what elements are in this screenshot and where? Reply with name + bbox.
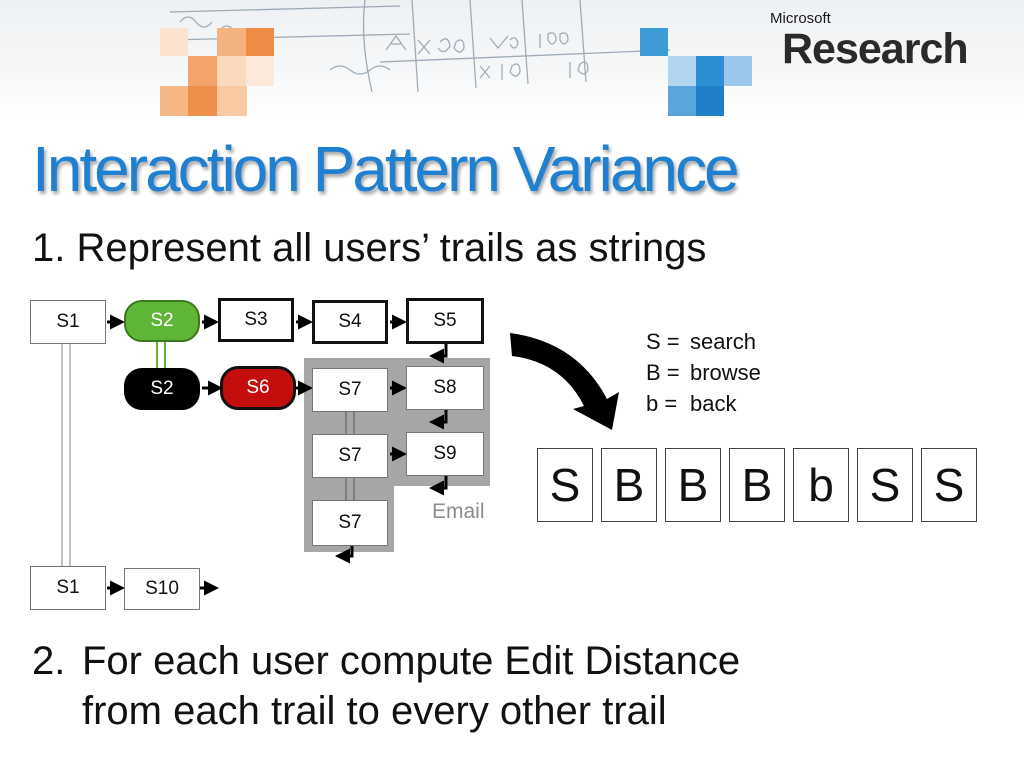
bullet-one-number: 1.	[32, 226, 66, 270]
legend-key: B =	[646, 360, 680, 385]
logo-division: Research	[782, 25, 969, 73]
trail-char: S	[921, 448, 977, 522]
bullet-two-number: 2.	[32, 639, 66, 683]
page-node-s2-black: S2	[124, 368, 200, 410]
trail-char: B	[729, 448, 785, 522]
logo-company: Microsoft	[770, 10, 831, 27]
trail-char: B	[601, 448, 657, 522]
legend-value: browse	[690, 360, 761, 385]
decor-square	[217, 86, 247, 116]
decor-square	[217, 28, 247, 56]
bullet-two-line: from each trail to every other trail	[82, 689, 667, 733]
page-node-s6: S6	[220, 366, 296, 410]
page-node-s1-bottom: S1	[30, 566, 106, 610]
decor-square	[668, 86, 696, 116]
decor-square	[640, 28, 668, 56]
slide-title: Interaction Pattern Variance	[32, 133, 740, 205]
decor-square	[724, 56, 752, 86]
page-node-s1-top: S1	[30, 300, 106, 344]
decor-square	[668, 56, 696, 86]
trail-char: B	[665, 448, 721, 522]
bullet-one-text: Represent all users’ trails as strings	[76, 226, 707, 270]
decor-square	[160, 86, 188, 116]
trail-char: S	[857, 448, 913, 522]
curved-arrow	[510, 333, 619, 430]
trail-char: b	[793, 448, 849, 522]
whiteboard-image	[169, 0, 670, 92]
trail-char: S	[537, 448, 593, 522]
legend-row: B = browse	[646, 357, 761, 388]
page-node-s7-b: S7	[312, 434, 388, 478]
legend-value: back	[690, 391, 737, 416]
page-node-s3: S3	[218, 298, 294, 342]
legend-value: search	[690, 329, 757, 354]
decor-square	[217, 56, 247, 86]
page-node-s7-a: S7	[312, 368, 388, 412]
legend-key: S =	[646, 329, 680, 354]
page-node-s2-green: S2	[124, 300, 200, 342]
decor-square	[696, 86, 724, 116]
legend-row: b = back	[646, 388, 761, 419]
decor-square	[246, 56, 274, 86]
page-node-s7-c: S7	[312, 500, 388, 546]
vertical-link	[156, 342, 166, 369]
decor-square	[696, 56, 724, 86]
decor-square	[188, 56, 218, 86]
bullet-two-text: For each user compute Edit Distance from…	[82, 636, 740, 736]
legend: S = search B = browse b = back	[646, 326, 761, 419]
bullet-two-line: For each user compute Edit Distance	[82, 639, 741, 683]
bullet-one: 1. Represent all users’ trails as string…	[32, 226, 706, 271]
legend-key: b =	[646, 391, 678, 416]
page-node-s10: S10	[124, 568, 200, 610]
page-node-s5: S5	[406, 298, 484, 344]
email-label: Email	[432, 500, 485, 523]
legend-row: S = search	[646, 326, 761, 357]
vertical-link	[61, 344, 71, 566]
page-node-s9: S9	[406, 432, 484, 476]
decor-square	[246, 28, 274, 56]
decor-square	[160, 28, 188, 56]
page-node-s4: S4	[312, 300, 388, 344]
page-node-s8: S8	[406, 366, 484, 410]
header-banner: Microsoft Research	[0, 0, 1024, 118]
decor-square	[188, 86, 218, 116]
